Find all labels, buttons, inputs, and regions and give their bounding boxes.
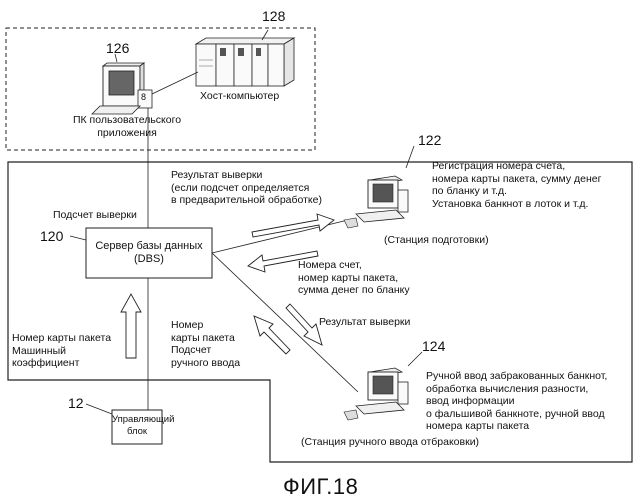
host-computer-icon xyxy=(196,38,294,86)
prep-description: Регистрация номера счета, номера карты п… xyxy=(432,160,601,210)
prep-station-icon xyxy=(344,176,408,228)
figure-caption: ФИГ.18 xyxy=(283,474,358,500)
control-ref-number: 12 xyxy=(68,396,84,411)
arrow-dbs-to-reject xyxy=(286,304,322,345)
reject-ref-number: 124 xyxy=(422,339,445,354)
result-to-reject-label: Результат выверки xyxy=(319,316,410,329)
from-control-label: Номер карты пакета Машинный коэффициент xyxy=(12,332,111,370)
reject-station-icon xyxy=(344,368,408,420)
count-up-label: Подсчет выверки xyxy=(53,209,137,222)
app-pc-screen-digit: 8 xyxy=(141,92,146,102)
dbs-ref-number: 120 xyxy=(40,229,63,244)
pc-host-link xyxy=(152,72,198,94)
reject-description: Ручной ввод забракованных банкнот, обраб… xyxy=(426,370,607,433)
host-ref-number: 128 xyxy=(262,9,285,24)
result-to-prep-label: Результат выверки (если подсчет определя… xyxy=(171,169,322,207)
from-prep-label: Номера счет, номер карты пакета, сумма д… xyxy=(298,259,410,297)
prep-label: (Станция подготовки) xyxy=(384,234,489,247)
from-reject-label: Номер карты пакета Подсчет ручного ввода xyxy=(171,319,240,369)
control-label: Управляющий блок xyxy=(112,414,162,438)
arrow-control-to-dbs xyxy=(121,294,141,358)
app-pc-label: ПК пользовательского приложения xyxy=(32,114,222,139)
reject-label: (Станция ручного ввода отбраковки) xyxy=(301,436,479,449)
host-label: Хост-компьютер xyxy=(200,90,279,103)
dbs-label: Сервер базы данных (DBS) xyxy=(86,240,212,266)
app-pc-icon xyxy=(92,63,152,114)
app-pc-ref-number: 126 xyxy=(106,41,129,56)
prep-ref-number: 122 xyxy=(418,133,441,148)
